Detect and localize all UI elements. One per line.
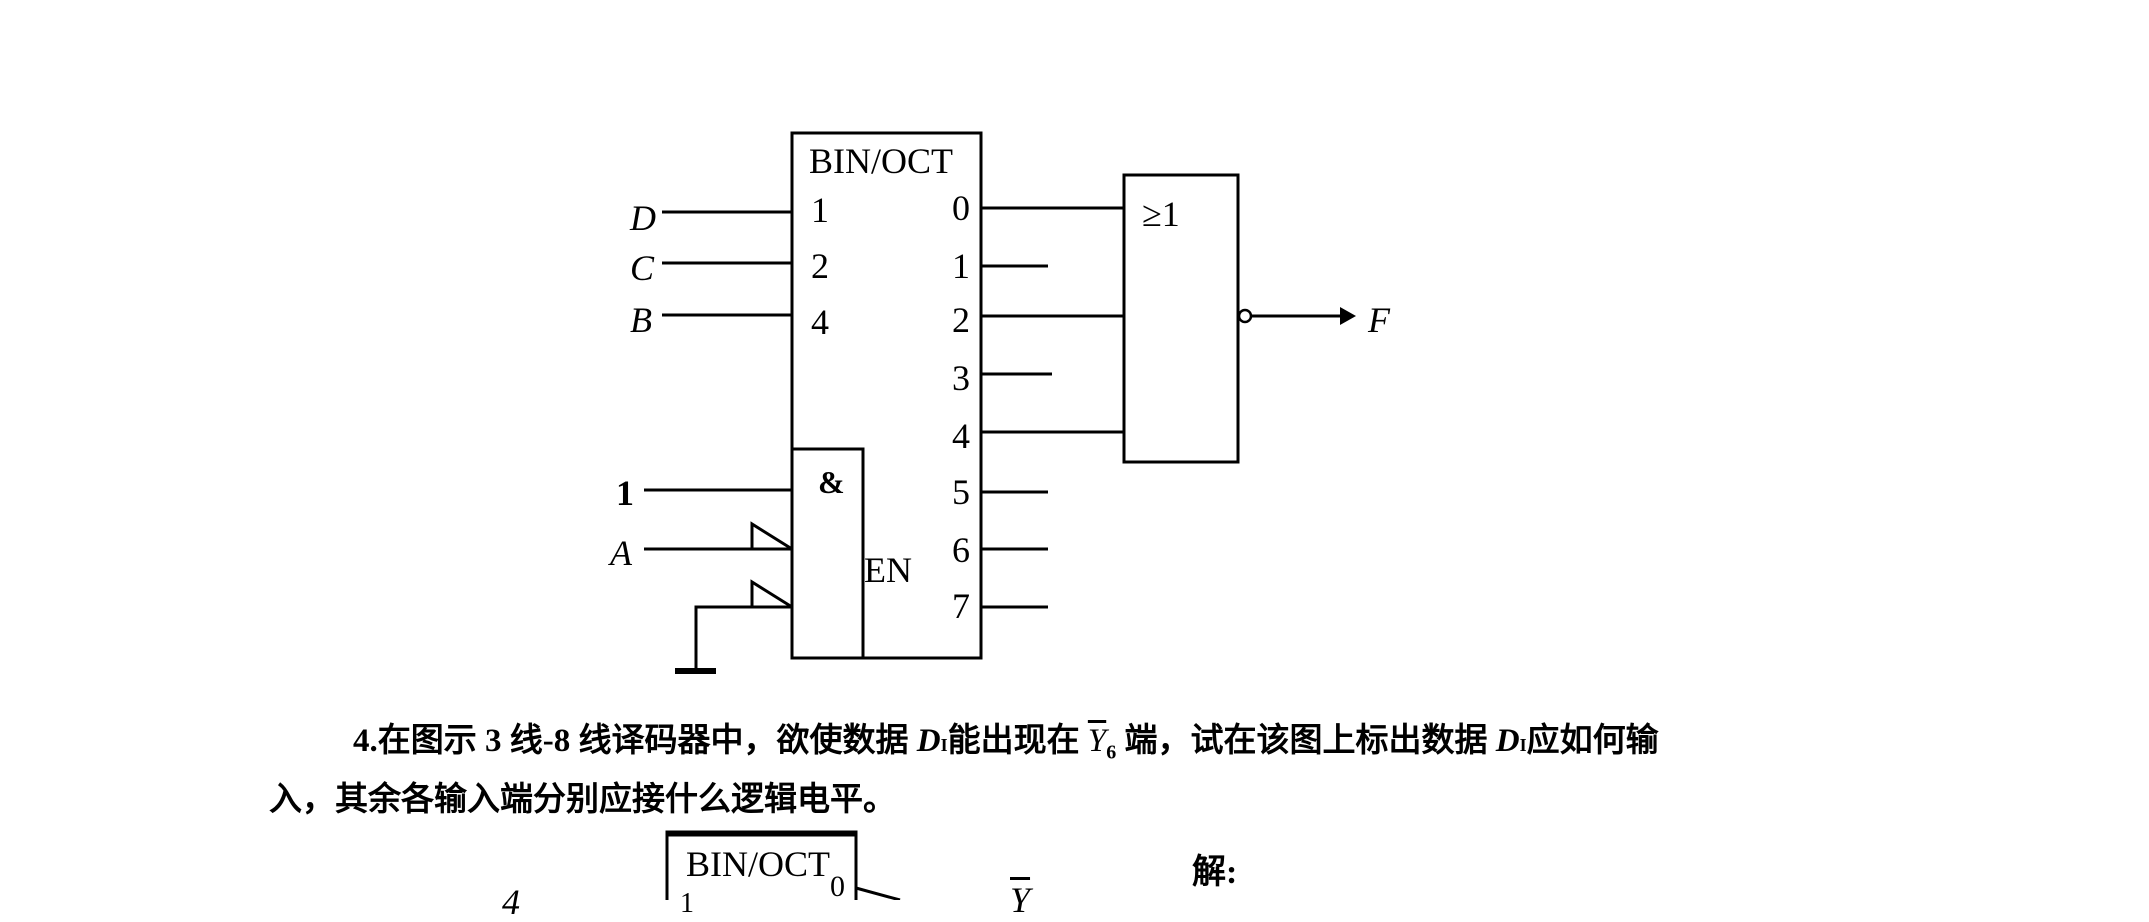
ground-wire bbox=[694, 605, 792, 671]
output-label-5: 5 bbox=[952, 472, 970, 512]
or-gate-label: ≥1 bbox=[1142, 194, 1180, 234]
output-label-0: 0 bbox=[952, 188, 970, 228]
y6-subscript: 6 bbox=[1106, 741, 1117, 764]
and-label: & bbox=[818, 464, 845, 500]
input-label-2: 4 bbox=[502, 882, 520, 922]
question-text: 端，试在该图上标出数据 bbox=[1116, 723, 1496, 759]
enable-input-1-label: 1 bbox=[616, 473, 634, 513]
answer-label: 解: bbox=[1192, 854, 1238, 891]
output-y-label-2: Y bbox=[1010, 880, 1031, 920]
input-label-d: D bbox=[630, 198, 656, 238]
and-enable-box bbox=[790, 447, 865, 660]
circuit-diagram bbox=[644, 131, 1356, 900]
input-weight-4: 4 bbox=[811, 302, 829, 342]
input-weight-2: 2 bbox=[811, 246, 829, 286]
en-label: EN bbox=[864, 550, 912, 590]
y6-symbol: Y bbox=[1087, 723, 1107, 759]
di-symbol: D bbox=[916, 723, 941, 759]
output-label-4: 4 bbox=[952, 416, 970, 456]
input-weight-1: 1 bbox=[811, 190, 829, 230]
input-label-c: C bbox=[630, 248, 655, 288]
di-symbol: D bbox=[1495, 723, 1520, 759]
input-label-b: B bbox=[630, 300, 652, 340]
inversion-bubble bbox=[1237, 308, 1253, 324]
active-low-indicator-gnd bbox=[750, 579, 793, 609]
question-text: 应如何输 bbox=[1526, 723, 1659, 759]
question-line-2: 入，其余各输入端分别应接什么逻辑电平。 bbox=[269, 782, 896, 818]
di-subscript: I bbox=[940, 735, 948, 755]
di-subscript: I bbox=[1519, 735, 1527, 755]
output-label-1: 1 bbox=[952, 246, 970, 286]
output-f-label: F bbox=[1368, 300, 1390, 340]
output-label-6: 6 bbox=[952, 530, 970, 570]
output-line-2-0 bbox=[855, 886, 901, 900]
arrow-head bbox=[1340, 307, 1356, 325]
enable-input-a-label: A bbox=[610, 533, 632, 573]
decoder-label: BIN/OCT bbox=[809, 141, 953, 181]
question-line-1: 4.在图示 3 线-8 线译码器中，欲使数据 DI能出现在 Y6 端，试在该图上… bbox=[353, 725, 1659, 763]
output-label-7: 7 bbox=[952, 586, 970, 626]
decoder-box bbox=[790, 131, 983, 660]
output-label-3: 3 bbox=[952, 358, 970, 398]
output-label-2: 2 bbox=[952, 300, 970, 340]
input-weight-2-1: 1 bbox=[680, 888, 694, 919]
decoder-label-2: BIN/OCT bbox=[686, 844, 830, 884]
output-label-2-0: 0 bbox=[830, 870, 845, 903]
or-gate-box bbox=[1122, 173, 1240, 464]
active-low-indicator-a bbox=[750, 521, 793, 551]
question-text: 能出现在 bbox=[947, 723, 1088, 759]
question-text: 4.在图示 3 线-8 线译码器中，欲使数据 bbox=[353, 723, 917, 759]
